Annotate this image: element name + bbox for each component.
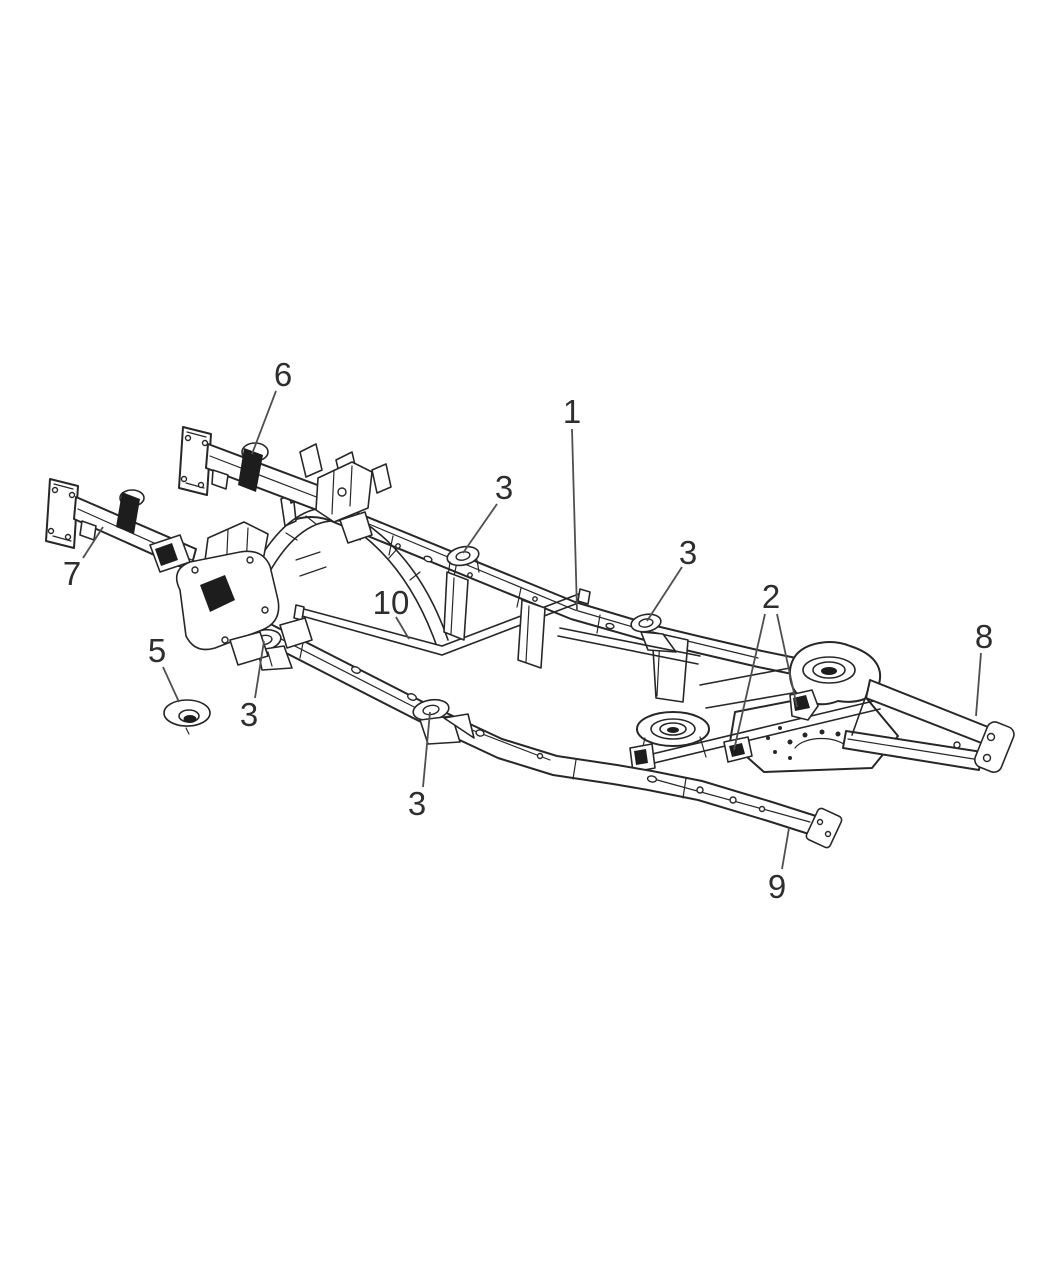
callout-3-bottom: 3 xyxy=(408,711,431,822)
callout-3-front: 3 xyxy=(462,469,513,554)
callout-10: 10 xyxy=(373,584,410,640)
spring-seat-left xyxy=(636,711,710,759)
rear-crossmember-assembly xyxy=(557,627,1015,773)
callout-8: 8 xyxy=(975,618,993,717)
callout-label-3-bottom: 3 xyxy=(408,785,426,822)
callout-label-7: 7 xyxy=(63,555,81,592)
leader-line xyxy=(422,711,431,788)
body-mount-bracket-right xyxy=(630,613,677,653)
body-mount-bracket-bottom xyxy=(412,698,475,745)
far-frame-rail xyxy=(280,443,802,703)
leader-line xyxy=(975,652,982,717)
shock-bracket-left xyxy=(723,736,753,763)
tube-crossmember-upper xyxy=(178,426,373,523)
rear-extension-beam xyxy=(842,679,1015,773)
callout-label-8: 8 xyxy=(975,618,993,655)
leader-line xyxy=(646,566,683,622)
leader-line xyxy=(251,390,277,455)
front-suspension-cluster xyxy=(149,511,373,666)
leader-line xyxy=(781,827,790,870)
callout-3-right: 3 xyxy=(646,534,697,622)
callout-label-10: 10 xyxy=(373,584,410,621)
callout-layer: 1 2 3 3 3 3 5 6 7 8 9 10 xyxy=(63,356,993,905)
shock-bracket-right xyxy=(789,689,819,721)
leader-line xyxy=(733,613,766,751)
leader-line xyxy=(776,613,798,708)
leader-line xyxy=(254,640,265,699)
callout-label-6: 6 xyxy=(274,356,292,393)
callout-5: 5 xyxy=(148,632,180,703)
track-bar-tube xyxy=(629,699,881,773)
callout-label-3-front: 3 xyxy=(495,469,513,506)
callout-7: 7 xyxy=(63,526,104,592)
callout-label-3-left: 3 xyxy=(240,696,258,733)
grommet-part xyxy=(163,699,211,735)
leader-line xyxy=(462,503,498,554)
callout-label-5: 5 xyxy=(148,632,166,669)
callout-3-left: 3 xyxy=(240,640,265,733)
callout-label-3-right: 3 xyxy=(679,534,697,571)
leader-line xyxy=(162,666,180,703)
callout-label-9: 9 xyxy=(768,868,786,905)
body-mount-bracket-front xyxy=(446,545,480,577)
leader-line xyxy=(571,428,578,612)
callout-label-2: 2 xyxy=(762,578,780,615)
callout-9: 9 xyxy=(768,827,790,905)
callout-label-1: 1 xyxy=(563,393,581,430)
callout-1: 1 xyxy=(563,393,581,612)
leader-line xyxy=(82,526,104,559)
callout-2: 2 xyxy=(733,578,798,751)
callout-6: 6 xyxy=(251,356,292,455)
leader-line xyxy=(395,616,410,640)
